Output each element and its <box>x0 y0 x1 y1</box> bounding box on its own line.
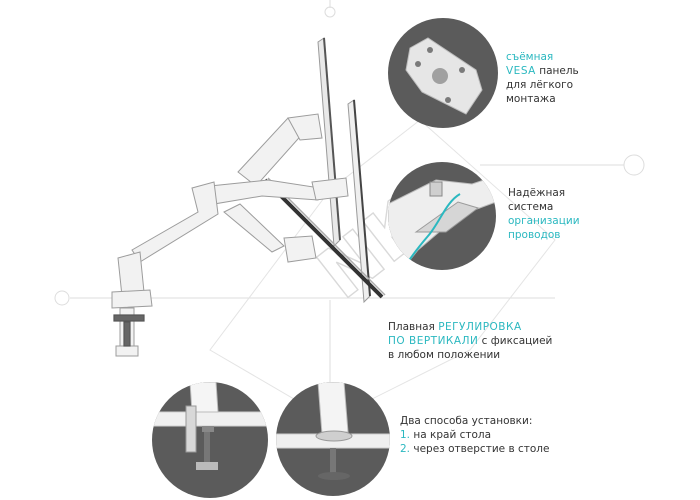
through-hole-detail-image <box>276 382 390 496</box>
install-item2-num: 2. <box>400 443 411 455</box>
vesa-line2-accent: VESA <box>506 65 536 77</box>
cables-line3: организации <box>508 215 580 227</box>
cables-line2: система <box>508 201 554 213</box>
height-line2-accent: ПО ВЕРТИКАЛИ <box>388 335 479 347</box>
monitor-back <box>317 37 341 248</box>
vesa-line2-rest: панель <box>535 65 579 77</box>
monitor-right <box>347 99 371 304</box>
install-item1-text: на край стола <box>410 429 492 441</box>
cables-line1: Надёжная <box>508 187 566 199</box>
height-line1-accent: РЕГУЛИРОВКА <box>438 321 522 333</box>
vesa-line3: для лёгкого <box>506 79 574 91</box>
install-item2-text: через отверстие в столе <box>410 443 550 455</box>
vesa-line4: монтажа <box>506 93 556 105</box>
height-line3: в любом положении <box>388 349 501 361</box>
cable-management-detail-image <box>388 162 496 270</box>
height-line2-rest: с фиксацией <box>478 335 553 347</box>
install-item1-num: 1. <box>400 429 411 441</box>
cables-line4: проводов <box>508 229 561 241</box>
height-line1-pre: Плавная <box>388 321 439 333</box>
vesa-detail-image <box>388 18 498 128</box>
cable-icon <box>407 193 461 263</box>
vesa-line1: съёмная <box>506 51 554 63</box>
vesa-caption: съёмная VESA панель для лёгкого монтажа <box>506 50 579 106</box>
install-caption: Два способа установки: 1. на край стола … <box>400 414 549 456</box>
clamp-edge-detail-image <box>152 382 268 498</box>
install-title: Два способа установки: <box>400 415 533 427</box>
cables-caption: Надёжная система организации проводов <box>508 186 580 242</box>
height-caption: Плавная РЕГУЛИРОВКА ПО ВЕРТИКАЛИ с фикса… <box>388 320 552 362</box>
